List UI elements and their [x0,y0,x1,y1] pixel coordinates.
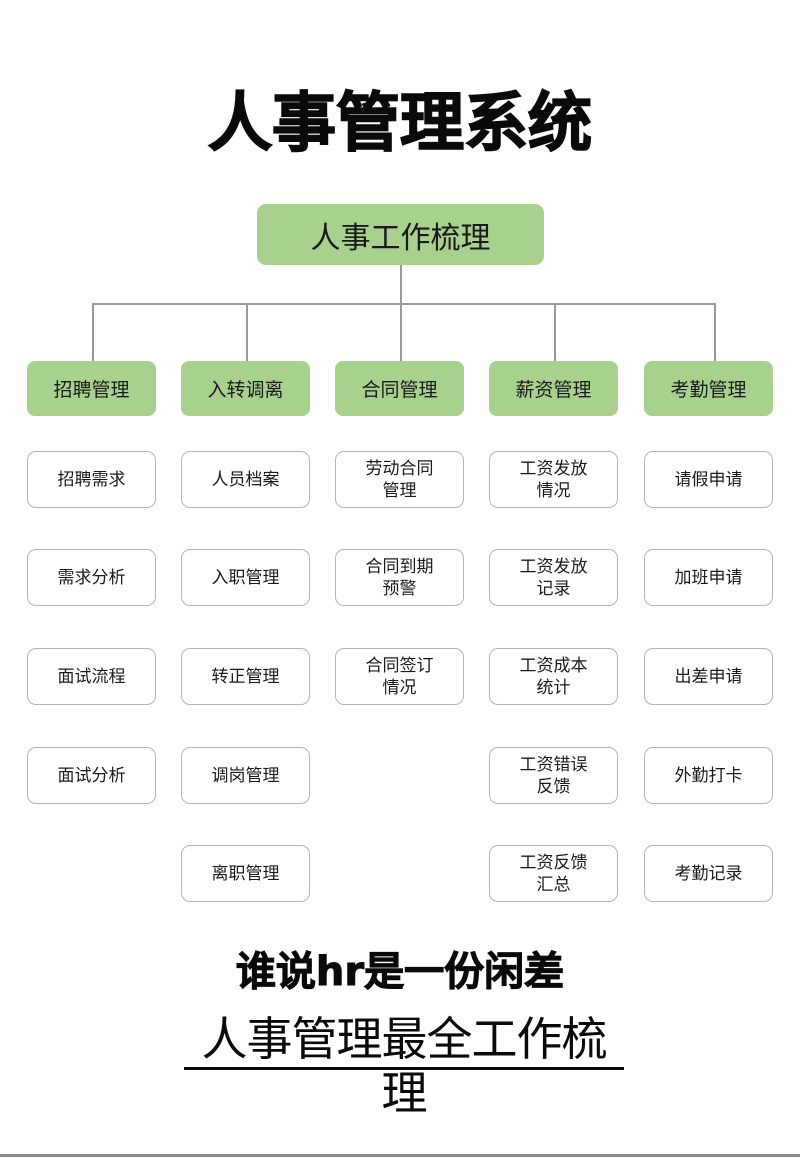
connector-root-vertical [400,265,402,361]
leaf-node: 出差申请 [644,648,773,705]
leaf-node: 考勤记录 [644,845,773,902]
connector-drop-1 [92,303,94,361]
leaf-node: 劳动合同管理 [335,451,464,508]
leaf-node: 工资发放情况 [489,451,618,508]
subtitle-underline [184,1067,624,1070]
leaf-node: 调岗管理 [181,747,310,804]
category-label: 入转调离 [207,379,284,401]
category-salary: 薪资管理 [489,361,618,416]
leaf-node: 工资发放记录 [489,549,618,606]
leaf-node: 入职管理 [181,549,310,606]
leaf-node: 工资反馈汇总 [489,845,618,902]
category-attendance: 考勤管理 [644,361,773,416]
leaf-node: 面试分析 [27,747,156,804]
connector-drop-4 [554,303,556,361]
category-label: 考勤管理 [670,379,747,401]
subtitle: 人事管理最全工作梳理 [201,1012,608,1120]
connector-horizontal [92,303,715,305]
root-node-label: 人事工作梳理 [310,220,491,256]
category-label: 招聘管理 [53,379,130,401]
leaf-node: 请假申请 [644,451,773,508]
connector-drop-2 [246,303,248,361]
leaf-node: 工资成本统计 [489,648,618,705]
leaf-node: 人员档案 [181,451,310,508]
connector-drop-5 [714,303,716,361]
leaf-node: 合同签订情况 [335,648,464,705]
leaf-node: 需求分析 [27,549,156,606]
category-onboarding-transfer: 入转调离 [181,361,310,416]
bottom-rule [0,1154,800,1157]
leaf-node: 合同到期预警 [335,549,464,606]
root-node: 人事工作梳理 [257,204,544,265]
leaf-node: 面试流程 [27,648,156,705]
leaf-node: 外勤打卡 [644,747,773,804]
category-recruitment: 招聘管理 [27,361,156,416]
leaf-node: 招聘需求 [27,451,156,508]
tagline: 谁说hr是一份闲差 [235,949,565,996]
main-title: 人事管理系统 [207,86,593,162]
leaf-node: 加班申请 [644,549,773,606]
leaf-node: 工资错误反馈 [489,747,618,804]
category-label: 薪资管理 [515,379,592,401]
leaf-node: 离职管理 [181,845,310,902]
category-contract: 合同管理 [335,361,464,416]
category-label: 合同管理 [361,379,438,401]
leaf-node: 转正管理 [181,648,310,705]
